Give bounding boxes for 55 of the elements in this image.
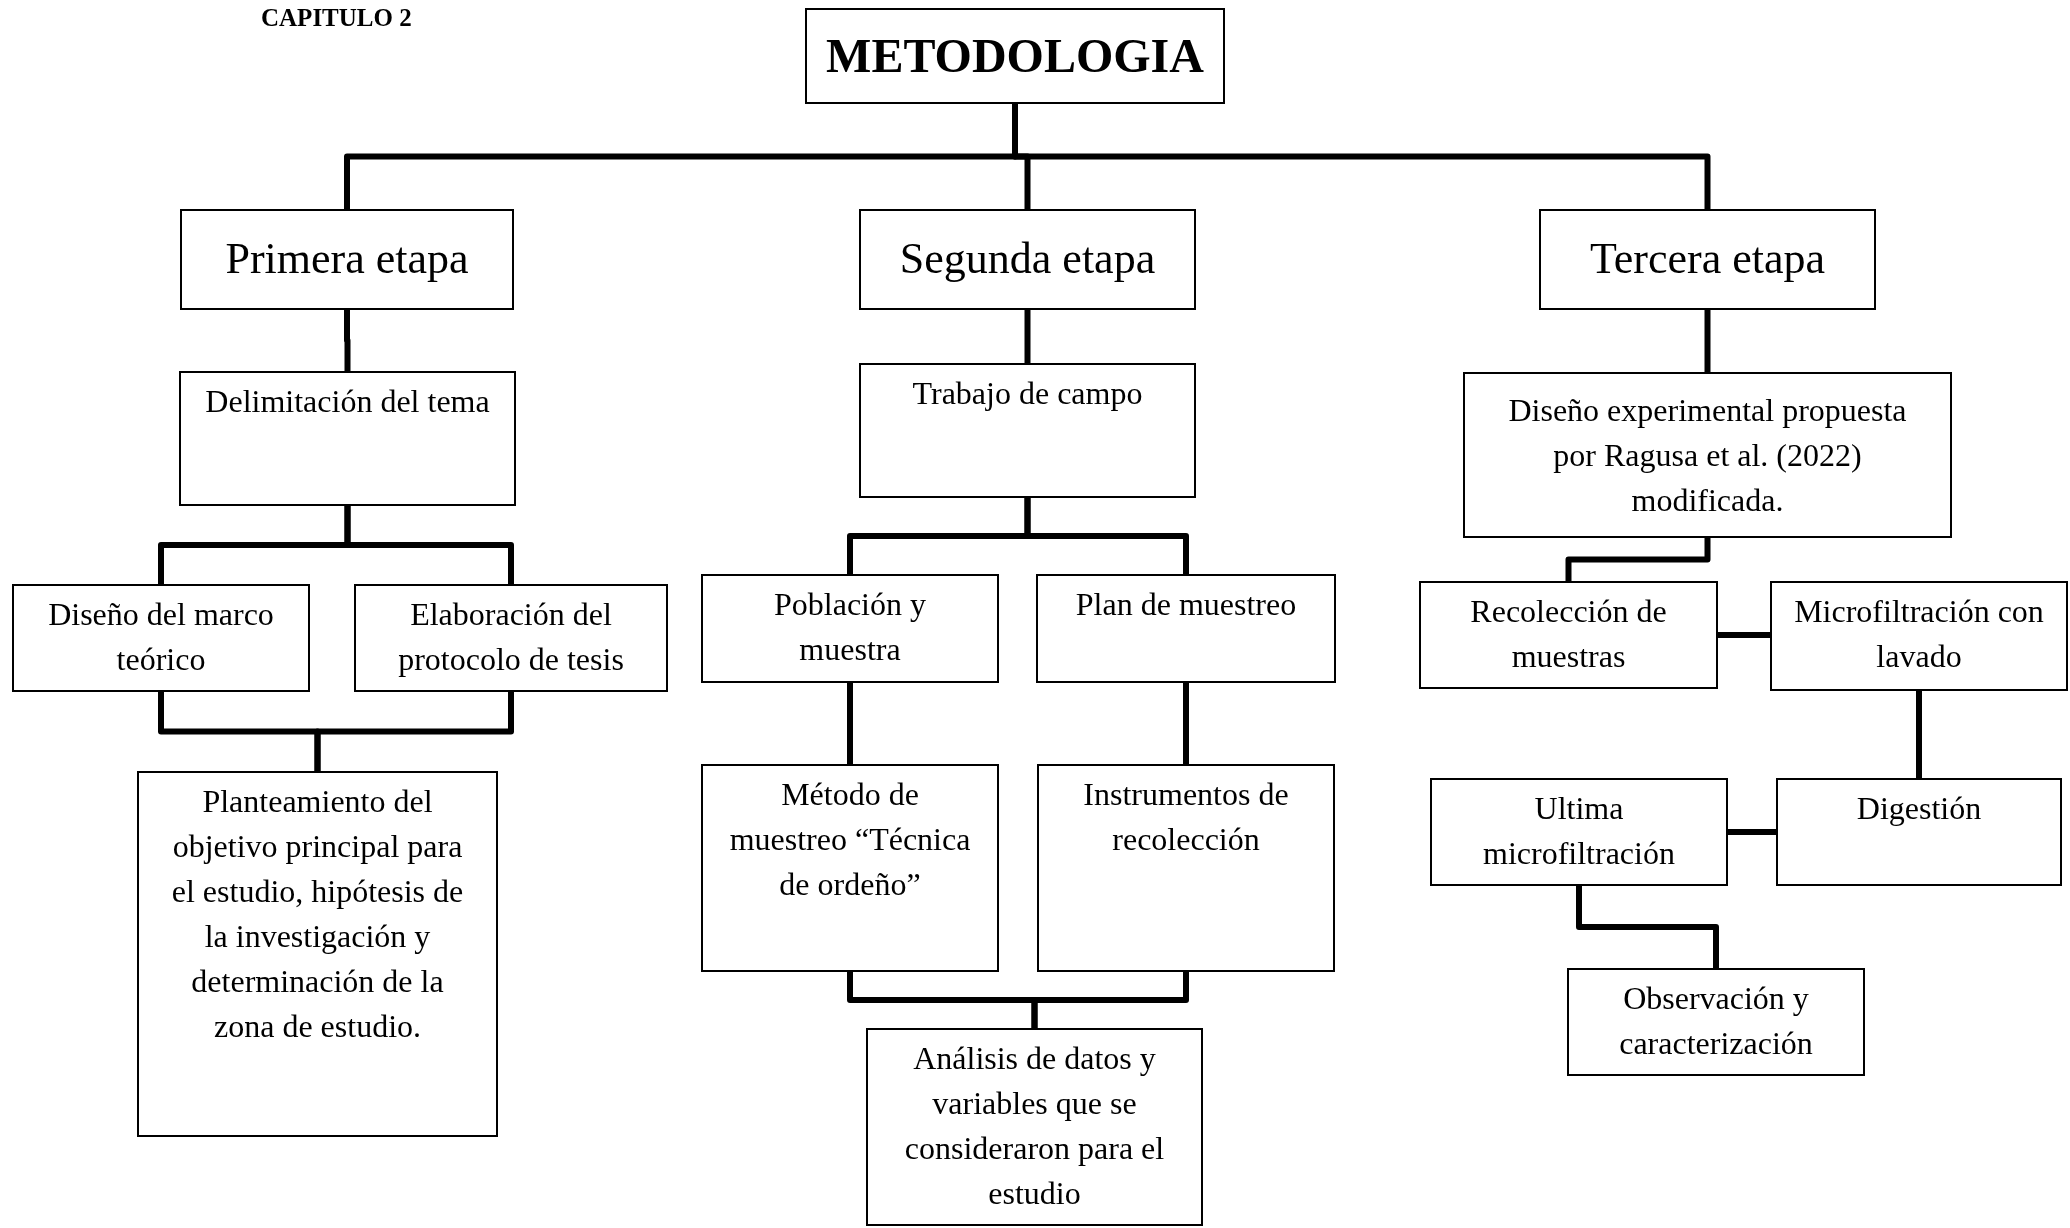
node-text: METODOLOGIA	[826, 28, 1204, 85]
stage-box	[859, 209, 1196, 310]
connector-line	[1031, 972, 1189, 1028]
node-text: Ultima microfiltración	[1482, 789, 1676, 873]
node-text: Población y muestra	[773, 585, 927, 669]
node-text: Observación y caracterización	[1618, 979, 1814, 1063]
title-box	[805, 8, 1225, 104]
process-box	[12, 584, 310, 692]
node-text: Primera etapa	[225, 233, 469, 286]
connector-line	[1183, 683, 1189, 764]
connector-line	[1565, 538, 1711, 581]
process-box	[859, 363, 1196, 498]
node-text: Plan de muestreo	[1075, 585, 1297, 624]
process-box	[1419, 581, 1718, 689]
process-box	[701, 764, 999, 972]
process-box	[1770, 581, 2068, 691]
connector-line	[1024, 498, 1189, 574]
node-text: Delimitación del tema	[205, 382, 490, 421]
process-box	[1776, 778, 2062, 886]
process-box	[137, 771, 498, 1137]
chapter-label: CAPITULO 2	[261, 4, 412, 32]
connector-line	[344, 310, 351, 371]
node-text: Tercera etapa	[1589, 233, 1825, 286]
connector-line	[1718, 632, 1770, 638]
node-text: Diseño experimental propuesta por Ragusa et al. (2022) modificada.	[1507, 390, 1908, 520]
node-text: Microfiltración con lavado	[1794, 592, 2044, 676]
connector-line	[314, 692, 514, 771]
node-text: Diseño del marco teórico	[47, 595, 275, 679]
process-box	[701, 574, 999, 683]
process-box	[1430, 778, 1728, 886]
node-text: Elaboración del protocolo de tesis	[397, 595, 625, 679]
process-box	[1567, 968, 1865, 1076]
process-box	[354, 584, 668, 692]
node-text: Segunda etapa	[899, 233, 1156, 286]
node-text: Análisis de datos y variables que se consideraron para el estudio	[903, 1039, 1166, 1213]
node-text: Instrumentos de recolección	[1082, 775, 1290, 859]
connector-line	[1704, 310, 1711, 372]
connector-line	[344, 506, 514, 584]
node-text: Planteamiento del objetivo principal para el estudio, hipótesis de la investigación y determinación de la zona de estudio.	[170, 782, 465, 1046]
connector-line	[1024, 310, 1031, 363]
process-box	[1463, 372, 1952, 538]
node-text: Digestión	[1856, 789, 1982, 828]
node-text: Recolección de muestras	[1469, 592, 1668, 676]
node-text: Método de muestreo “Técnica de ordeño”	[728, 775, 972, 904]
process-box	[866, 1028, 1203, 1226]
process-box	[1037, 764, 1335, 972]
process-box	[1036, 574, 1336, 683]
connector-line	[1916, 691, 1922, 778]
connector-line	[1576, 886, 1719, 968]
connector-line	[847, 683, 853, 764]
connector-line	[1728, 829, 1776, 835]
stage-box	[180, 209, 514, 310]
node-text: Trabajo de campo	[912, 374, 1143, 413]
process-box	[179, 371, 516, 506]
stage-box	[1539, 209, 1876, 310]
